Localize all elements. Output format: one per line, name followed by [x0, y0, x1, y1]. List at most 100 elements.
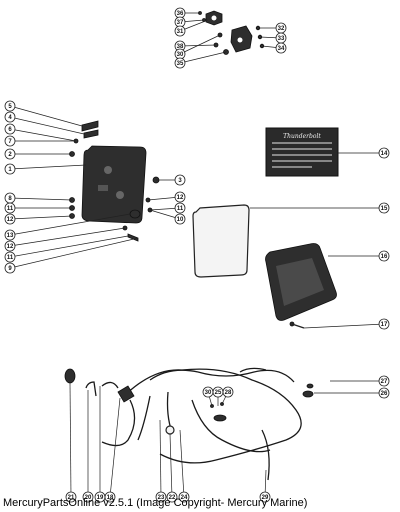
callout-bubble	[4, 251, 16, 263]
callout-bubble	[4, 135, 16, 147]
callout-leader-line	[169, 433, 173, 498]
callout-bubble	[174, 191, 186, 203]
callout-leader-line	[9, 128, 77, 142]
callout-bubble	[222, 386, 234, 398]
callout-bubble	[378, 147, 390, 159]
callout-number: 12	[7, 244, 14, 250]
callout-13: 13	[4, 213, 131, 241]
callout-number: 31	[177, 29, 184, 35]
callout-number: 32	[278, 26, 285, 32]
callout-number: 2	[8, 152, 12, 158]
callout-leader-line	[179, 429, 185, 498]
callout-30: 30	[202, 386, 214, 407]
callout-bubble	[4, 123, 16, 135]
callout-number: 1	[8, 167, 12, 173]
callout-number: 15	[381, 206, 388, 212]
callout-22: 22	[166, 433, 178, 503]
callout-bubble	[4, 213, 16, 225]
callout-9: 9	[4, 237, 139, 274]
callout-number: 8	[8, 196, 12, 202]
callout-number: 11	[177, 206, 184, 212]
callout-number: 16	[381, 254, 388, 260]
callout-bubble	[378, 387, 390, 399]
callout-number: 4	[8, 115, 12, 121]
callout-15: 15	[250, 202, 390, 214]
callout-leader-line	[159, 419, 162, 498]
callout-2: 2	[4, 148, 72, 160]
callout-5: 5	[4, 100, 83, 127]
callout-number: 20	[85, 495, 92, 501]
callout-number: 13	[7, 233, 14, 239]
callout-bubble	[166, 491, 178, 503]
callout-36: 36	[174, 7, 200, 19]
callout-leader-line	[9, 105, 83, 127]
callout-number: 25	[215, 390, 222, 396]
callout-16: 16	[328, 250, 390, 262]
callout-bubble	[174, 25, 186, 37]
callout-leader-line	[9, 215, 73, 220]
callout-12: 12	[4, 213, 73, 225]
callout-number: 21	[68, 495, 75, 501]
callout-number: 11	[7, 255, 14, 261]
callout-19: 19	[94, 386, 106, 503]
callout-8: 8	[4, 192, 73, 204]
callout-bubble	[174, 57, 186, 69]
callout-bubble	[259, 491, 271, 503]
callout-number: 30	[205, 390, 212, 396]
callout-17: 17	[303, 318, 390, 330]
callout-29: 29	[259, 469, 271, 503]
callout-number: 5	[8, 104, 12, 110]
callout-bubble	[174, 174, 186, 186]
gasket	[192, 204, 250, 278]
callout-leader-line	[9, 164, 87, 170]
callout-number: 26	[381, 391, 388, 397]
callout-number: 33	[278, 36, 285, 42]
callout-number: 12	[177, 195, 184, 201]
callout-bubble	[178, 491, 190, 503]
callout-25: 25	[212, 386, 224, 406]
callout-24: 24	[178, 429, 190, 503]
callout-number: 10	[177, 217, 184, 223]
callout-7: 7	[4, 135, 76, 147]
callout-bubble	[4, 100, 16, 112]
callout-number: 24	[181, 495, 188, 501]
wiring-harness	[64, 367, 314, 481]
callout-37: 37	[174, 16, 205, 28]
callout-number: 12	[7, 217, 14, 223]
ignition-plate-assembly	[69, 120, 160, 242]
callout-number: 22	[169, 495, 176, 501]
callout-33: 33	[259, 32, 287, 44]
callout-6: 6	[4, 123, 77, 142]
callout-bubble	[4, 240, 16, 252]
callout-bubble	[104, 491, 116, 503]
callout-4: 4	[4, 111, 85, 135]
callout-number: 38	[177, 44, 184, 50]
callout-leader-line	[303, 323, 385, 329]
callout-number: 37	[177, 20, 184, 26]
callout-bubble	[4, 262, 16, 274]
callout-bubble	[4, 202, 16, 214]
callout-number: 3	[178, 178, 182, 184]
callout-leader-line	[69, 382, 72, 498]
callout-bubble	[378, 318, 390, 330]
callout-number: 36	[177, 11, 184, 17]
callout-1: 1	[4, 163, 87, 175]
callout-number: 28	[225, 390, 232, 396]
callout-26: 26	[314, 387, 390, 399]
callout-30: 30	[174, 34, 221, 60]
callout-20: 20	[82, 390, 94, 503]
callout-leader-line	[9, 235, 129, 258]
callout-leader-line	[9, 227, 126, 247]
callout-number: 18	[107, 495, 114, 501]
callout-number: 23	[158, 495, 165, 501]
callout-12: 12	[4, 227, 126, 252]
callout-layer: 3637313830353233345467213811121213121191…	[4, 7, 390, 503]
callout-14: 14	[338, 147, 390, 159]
callout-31: 31	[174, 19, 209, 37]
callout-34: 34	[261, 42, 287, 54]
callout-bubble	[378, 375, 390, 387]
callout-number: 6	[8, 127, 12, 133]
callout-35: 35	[174, 51, 227, 69]
top-bracket-assembly	[198, 10, 265, 55]
